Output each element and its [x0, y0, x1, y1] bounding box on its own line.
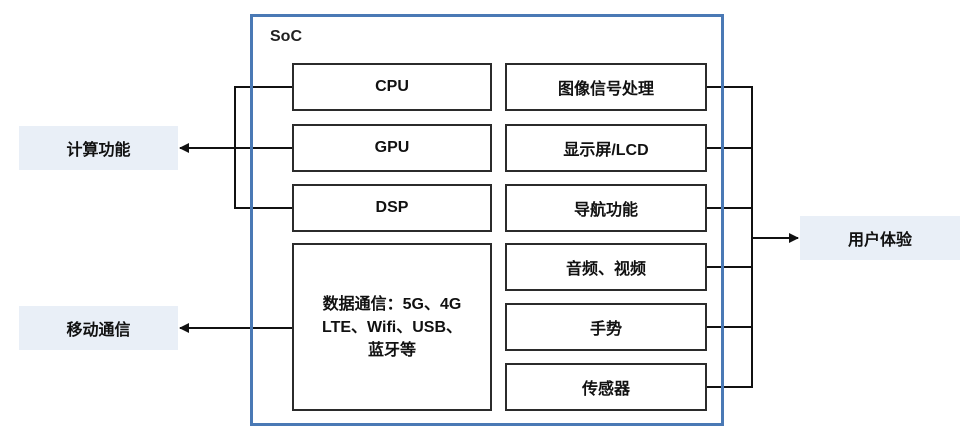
gesture-block: 手势 [505, 303, 707, 351]
soc-frame [250, 14, 724, 426]
dsp-block: DSP [292, 184, 492, 232]
display-block: 显示屏/LCD [505, 124, 707, 172]
data-comm-block: 数据通信：5G、4G LTE、Wifi、USB、 蓝牙等 [292, 243, 492, 411]
mobile-comm-box: 移动通信 [19, 306, 178, 350]
compute-function-box: 计算功能 [19, 126, 178, 170]
cpu-block: CPU [292, 63, 492, 111]
navigation-block: 导航功能 [505, 184, 707, 232]
soc-label: SoC [270, 28, 302, 45]
audio-video-block: 音频、视频 [505, 243, 707, 291]
sensor-block: 传感器 [505, 363, 707, 411]
gpu-block: GPU [292, 124, 492, 172]
isp-block: 图像信号处理 [505, 63, 707, 111]
user-experience-box: 用户体验 [800, 216, 960, 260]
